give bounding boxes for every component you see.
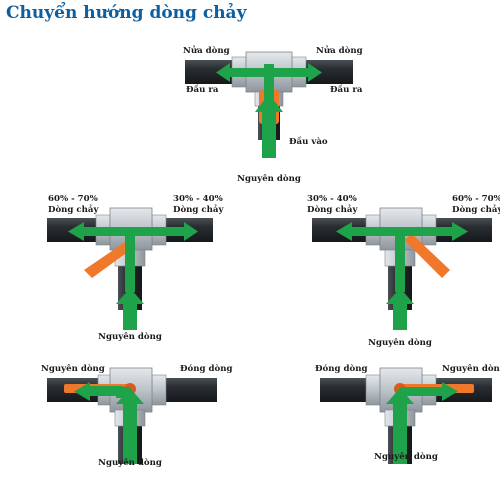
ball-valve-handle-icon [404, 234, 450, 278]
label-source-in: Nguyên dòng [98, 458, 162, 468]
ball-valve-handle-icon [84, 240, 136, 278]
diagram-split-left [47, 207, 213, 330]
coupling-right [151, 374, 167, 406]
label-flow-left: Dòng chảy [307, 205, 358, 215]
label-percent-right: 30% - 40% [173, 194, 223, 204]
diagram-split-right [312, 207, 492, 330]
label-percent-left: 30% - 40% [307, 194, 357, 204]
flow-arrow-icon [74, 382, 144, 464]
flow-arrow-icon [336, 222, 468, 330]
label-closed: Đóng dòng [180, 364, 233, 374]
label-flow-right: Dòng chảy [173, 205, 224, 215]
label-flow-left: Dòng chảy [48, 205, 99, 215]
label-source-in: Nguyên dòng [374, 452, 438, 462]
label-outlet-right: Đầu ra [330, 85, 363, 95]
label-outlet-left: Đầu ra [186, 85, 219, 95]
flow-arrow-icon [386, 382, 458, 464]
label-source: Nguyên dòng [237, 174, 301, 184]
label-half-flow-right: Nửa dòng [316, 46, 363, 56]
label-closed: Đóng dòng [315, 364, 368, 374]
label-half-flow-left: Nửa dòng [183, 46, 230, 56]
page-title: Chuyển hướng dòng chảy [6, 3, 247, 23]
coupling-left [365, 374, 381, 406]
flow-arrow-icon [216, 63, 322, 158]
label-percent-right: 60% - 70% [452, 194, 500, 204]
label-inlet: Đầu vào [289, 137, 328, 147]
diagram-divert-left [47, 367, 217, 464]
label-source: Nguyên dòng [98, 332, 162, 342]
label-source-out: Nguyên dòng [442, 364, 500, 374]
label-percent-left: 60% - 70% [48, 194, 98, 204]
label-source-out: Nguyên dòng [41, 364, 105, 374]
label-flow-right: Dòng chảy [452, 205, 500, 215]
label-source: Nguyên dòng [368, 338, 432, 348]
diagram-divert-right [320, 367, 492, 464]
diagram-half-flow [185, 51, 353, 158]
flow-arrow-icon [68, 222, 198, 330]
